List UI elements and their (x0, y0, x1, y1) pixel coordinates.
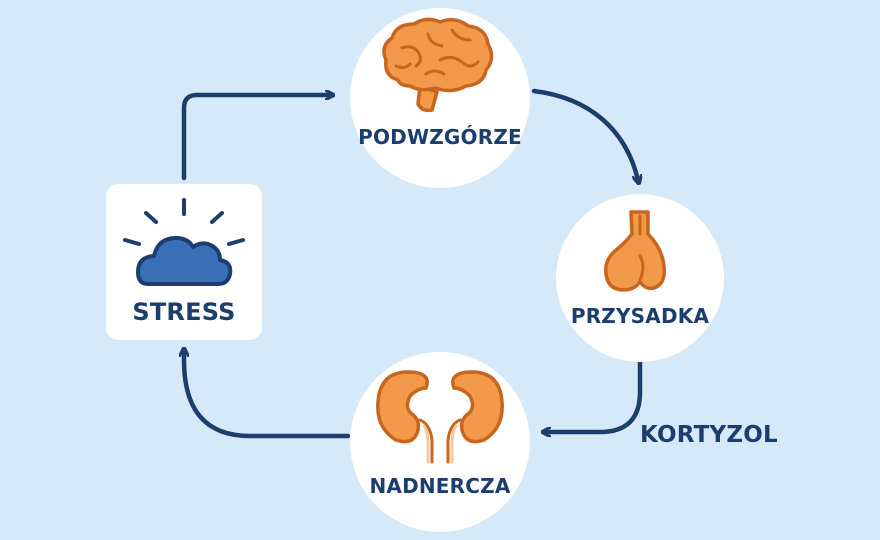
arrow-hypothalamus-to-pituitary (531, 88, 638, 180)
adrenals-label: NADNERCZA (369, 474, 511, 498)
hypothalamus-label: PODWZGÓRZE (358, 125, 522, 149)
arrow-adrenals-to-stress (184, 352, 351, 439)
pituitary-label: PRZYSADKA (570, 304, 710, 328)
arrow-pituitary-to-adrenals (546, 359, 643, 432)
cloud-icon (123, 198, 245, 286)
cortisol-label: KORTYZOL (640, 422, 778, 448)
pituitary-icon (603, 210, 667, 292)
brain-icon (382, 17, 494, 113)
stress-label: STRESS (132, 298, 236, 326)
adrenals-node (350, 352, 530, 532)
arrow-stress-to-hypothalamus (181, 95, 330, 181)
kidneys-icon (376, 370, 504, 464)
